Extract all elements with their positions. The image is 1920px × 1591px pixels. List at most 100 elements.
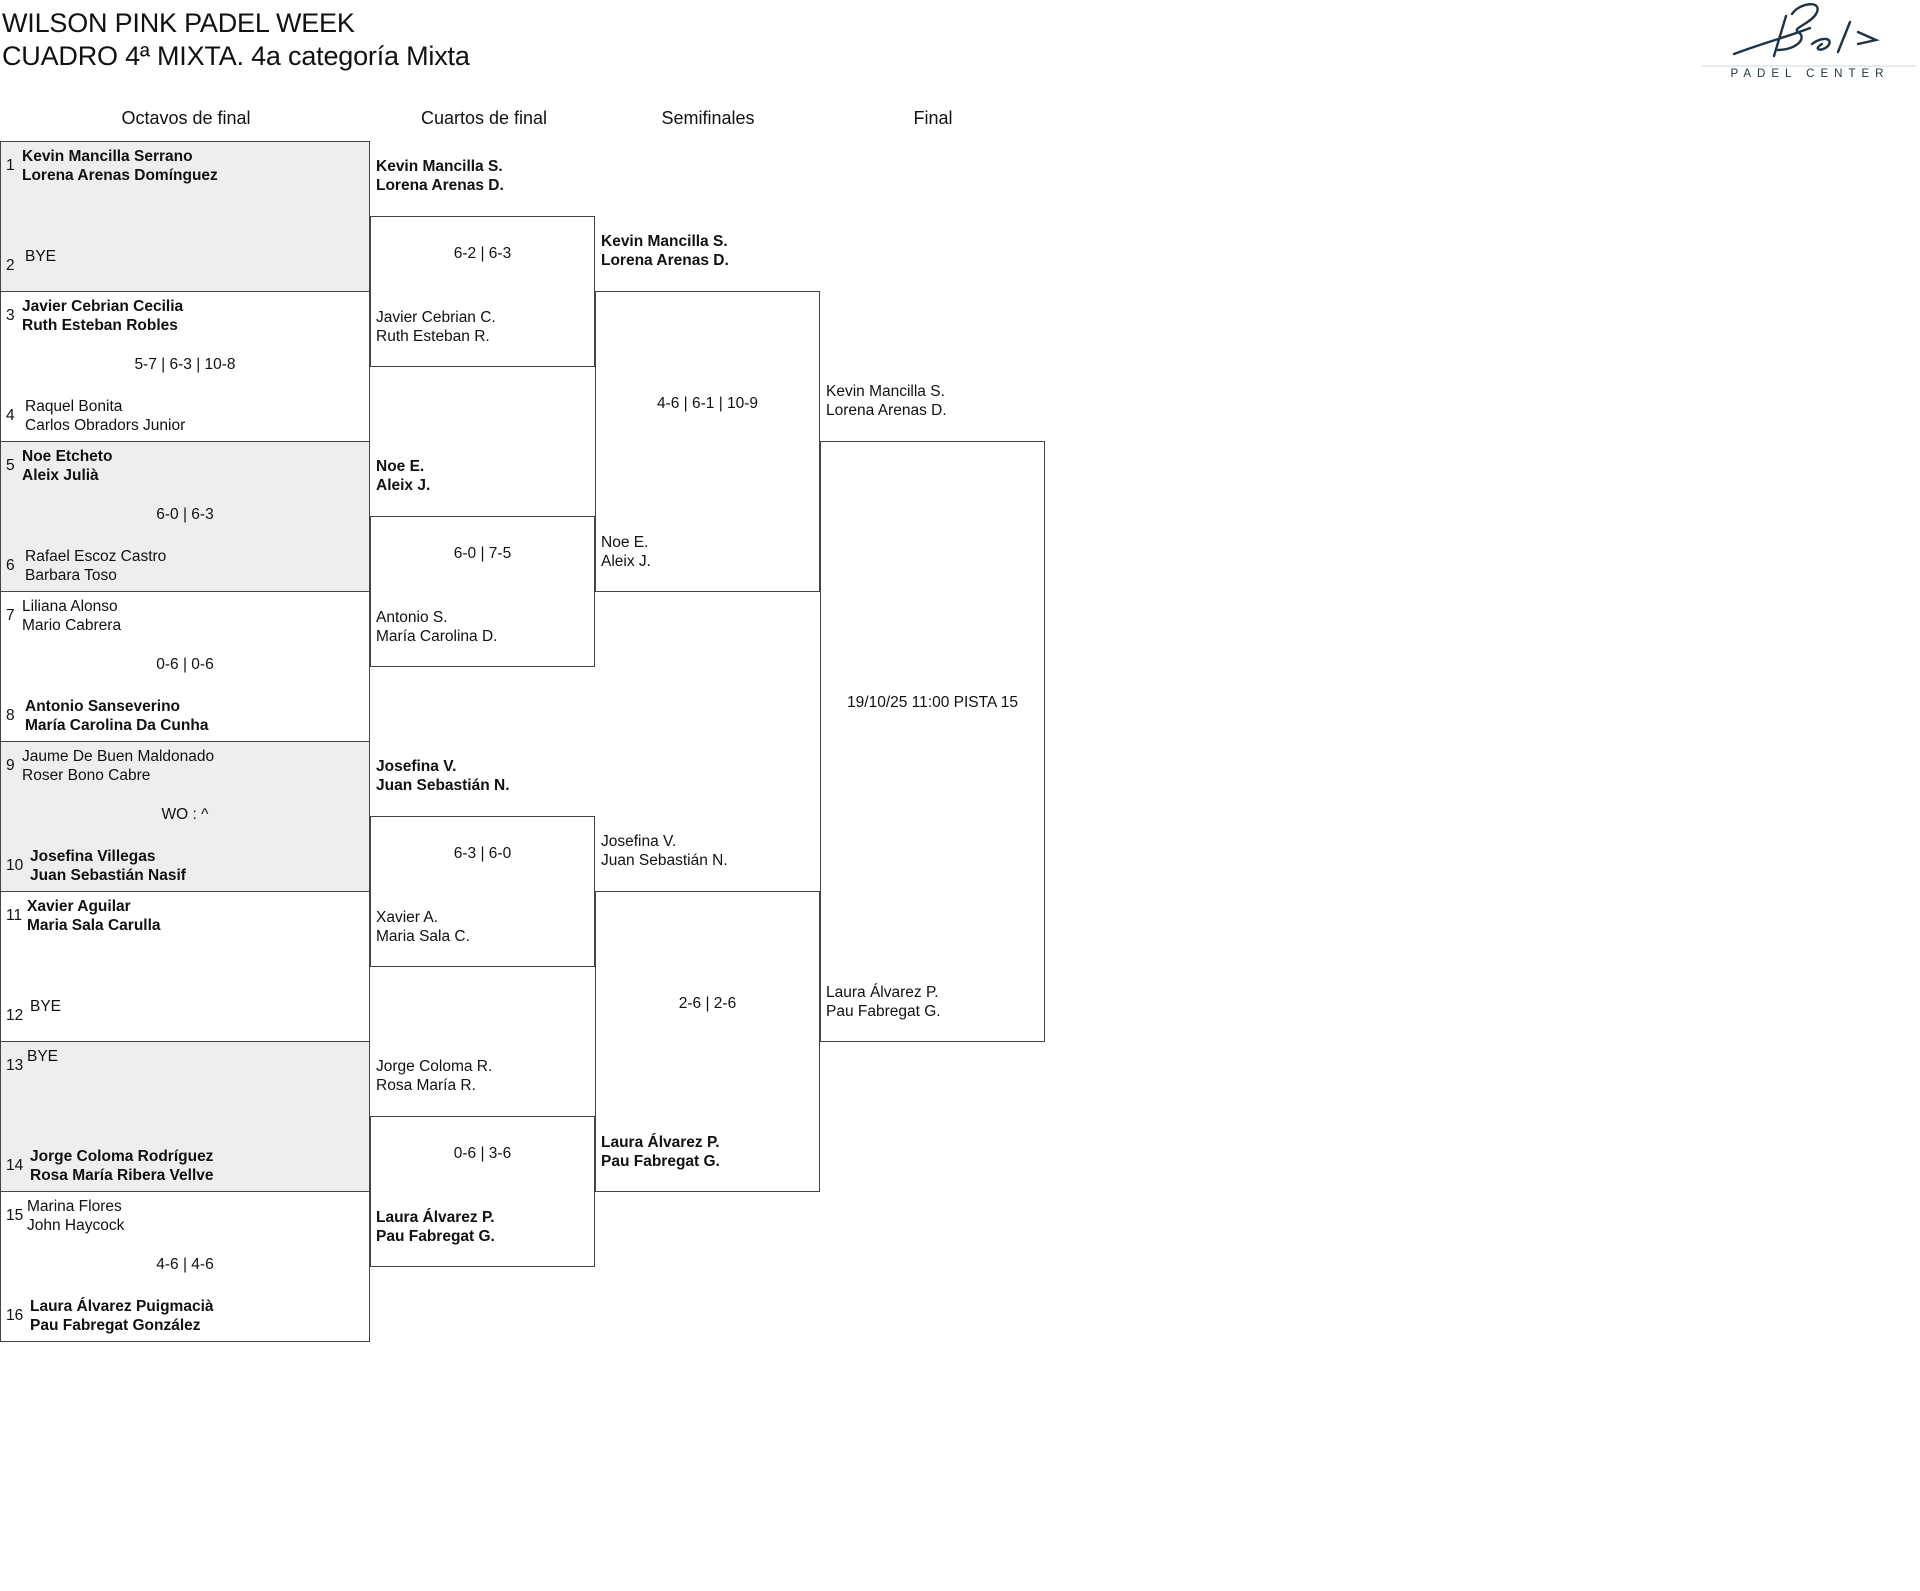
seed-number: 8 (6, 707, 15, 724)
team-player-name: Juan Sebastián Nasif (30, 867, 186, 884)
team-player-name: Pau Fabregat G. (826, 1003, 941, 1020)
team-player-name: Pau Fabregat G. (376, 1228, 495, 1245)
team-entry: Noe E. Aleix J. (376, 457, 430, 495)
team-player-name: Kevin Mancilla S. (376, 158, 503, 175)
team-player-name: Aleix J. (376, 477, 431, 494)
team-player-name: BYE (30, 998, 62, 1015)
match-box-octavos (0, 741, 370, 892)
team-player-name: Laura Álvarez Puigmacià (30, 1298, 214, 1315)
team-player-name: Juan Sebastián N. (601, 852, 728, 869)
team-player-name: María Carolina D. (376, 628, 498, 645)
match-score: 6-0 | 6-3 (156, 506, 214, 523)
team-player-name: Ruth Esteban Robles (22, 317, 178, 334)
team-entry: Laura Álvarez P. Pau Fabregat G. (826, 983, 941, 1021)
team-player-name: Juan Sebastián N. (376, 777, 510, 794)
seed-number: 16 (6, 1307, 24, 1324)
match-score: 0-6 | 0-6 (156, 656, 214, 673)
team-player-name: Laura Álvarez P. (376, 1209, 495, 1226)
match-box-cuartos (370, 516, 595, 667)
team-player-name: Rosa María Ribera Vellve (30, 1167, 214, 1184)
team-entry: Javier Cebrian C.Ruth Esteban R. (376, 308, 496, 346)
team-entry: Kevin Mancilla S.Lorena Arenas D. (376, 157, 504, 195)
team-player-name: Noe E. (601, 534, 649, 551)
team-player-name: Marina Flores (27, 1198, 122, 1215)
match-box-octavos (0, 1041, 370, 1192)
team-entry: Josefina V. Juan Sebastián N. (601, 832, 728, 870)
team-entry: BYE (27, 1047, 58, 1066)
team-player-name: Ruth Esteban R. (376, 328, 490, 345)
logo-text: PADEL CENTER (1730, 68, 1890, 80)
page-subtitle: CUADRO 4ª MIXTA. 4a categoría Mixta (2, 41, 470, 71)
team-entry: Kevin Mancilla S. Lorena Arenas D. (601, 232, 729, 270)
team-player-name: BYE (27, 1048, 59, 1065)
seed-number: 14 (6, 1157, 24, 1174)
seed-number: 2 (6, 257, 15, 274)
seed-number: 13 (6, 1057, 24, 1074)
seed-number: 7 (6, 607, 15, 624)
match-schedule: 19/10/25 11:00 PISTA 15 (847, 694, 1018, 711)
team-entry: BYE (30, 997, 61, 1016)
team-player-name: Aleix Julià (22, 467, 99, 484)
round-header: Cuartos de final (420, 108, 548, 128)
team-player-name: Raquel Bonita (25, 398, 123, 415)
team-player-name: Kevin Mancilla S. (826, 383, 945, 400)
team-player-name: Lorena Arenas D. (601, 252, 729, 269)
team-player-name: Noe Etcheto (22, 448, 113, 465)
team-entry: Xavier A.Maria Sala C. (376, 908, 470, 946)
team-player-name: BYE (25, 248, 57, 265)
team-player-name: Kevin Mancilla S. (601, 233, 728, 250)
team-player-name: Laura Álvarez P. (826, 984, 939, 1001)
team-player-name: Carlos Obradors Junior (25, 417, 186, 434)
team-player-name: Rosa María R. (376, 1077, 476, 1094)
round-header: Final (913, 108, 953, 128)
team-player-name: Jorge Coloma Rodríguez (30, 1148, 214, 1165)
seed-number: 9 (6, 757, 15, 774)
match-box-final (820, 441, 1045, 1042)
round-header: Semifinales (661, 108, 755, 128)
team-player-name: Pau Fabregat González (30, 1317, 201, 1334)
team-player-name: Antonio S. (376, 609, 448, 626)
team-player-name: Kevin Mancilla Serrano (22, 148, 193, 165)
team-player-name: Barbara Toso (25, 567, 117, 584)
team-player-name: Lorena Arenas D. (826, 402, 947, 419)
team-player-name: Pau Fabregat G. (601, 1153, 720, 1170)
team-entry: Laura Álvarez P.Pau Fabregat G. (601, 1133, 720, 1171)
seed-number: 5 (6, 457, 15, 474)
match-score: 6-3 | 6-0 (453, 845, 512, 862)
seed-number: 1 (6, 157, 15, 174)
team-player-name: Josefina V. (376, 758, 457, 775)
team-player-name: Noe E. (376, 458, 425, 475)
logo: PADEL CENTER (1700, 0, 1918, 86)
match-score: 5-7 | 6-3 | 10-8 (134, 356, 236, 373)
team-player-name: Lorena Arenas Domínguez (22, 167, 218, 184)
page-title: WILSON PINK PADEL WEEK (2, 8, 355, 38)
team-player-name: Mario Cabrera (22, 617, 122, 634)
match-box-cuartos (370, 216, 595, 367)
match-score: 4-6 | 4-6 (156, 1256, 214, 1273)
logo-signature-icon (1702, 3, 1916, 67)
match-box-cuartos (370, 1116, 595, 1267)
team-player-name: Josefina V. (601, 833, 677, 850)
match-box-octavos (0, 141, 370, 292)
team-player-name: Liliana Alonso (22, 598, 118, 615)
team-entry: Kevin Mancilla S. Lorena Arenas D. (826, 382, 947, 420)
team-player-name: Aleix J. (601, 553, 651, 570)
team-entry: Jorge Coloma R.Rosa María R. (376, 1057, 492, 1095)
match-box-semifinales (595, 291, 820, 592)
match-score: 0-6 | 3-6 (453, 1145, 512, 1162)
team-player-name: Xavier A. (376, 909, 439, 926)
team-entry: Noe E. Aleix J. (601, 533, 651, 571)
match-score: 2-6 | 2-6 (678, 995, 737, 1012)
seed-number: 15 (6, 1207, 24, 1224)
match-score: 6-0 | 7-5 (453, 545, 512, 562)
round-header: Octavos de final (121, 108, 251, 128)
